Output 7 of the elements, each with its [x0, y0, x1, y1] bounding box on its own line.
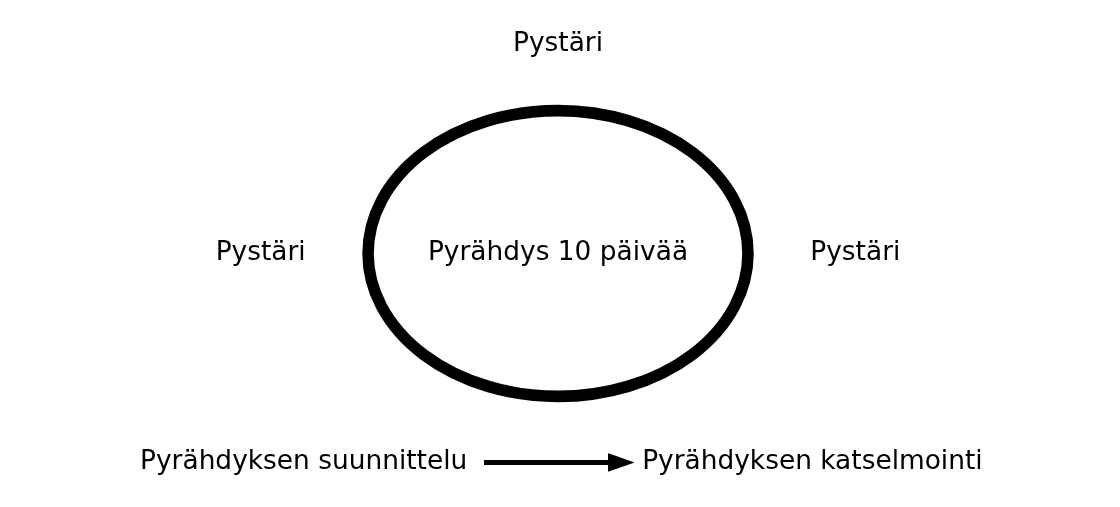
- node-text: Pyrähdyksen suunnittelu: [139, 443, 467, 475]
- node-text: Pyrähdyksen katselmointi: [641, 443, 983, 475]
- label: Pystäri: [215, 234, 306, 266]
- label: Pystäri: [512, 25, 603, 57]
- arrow: [483, 453, 635, 472]
- label: Pystäri: [809, 234, 900, 266]
- node-ellipse: Pyrähdys 10 päivää: [361, 104, 754, 403]
